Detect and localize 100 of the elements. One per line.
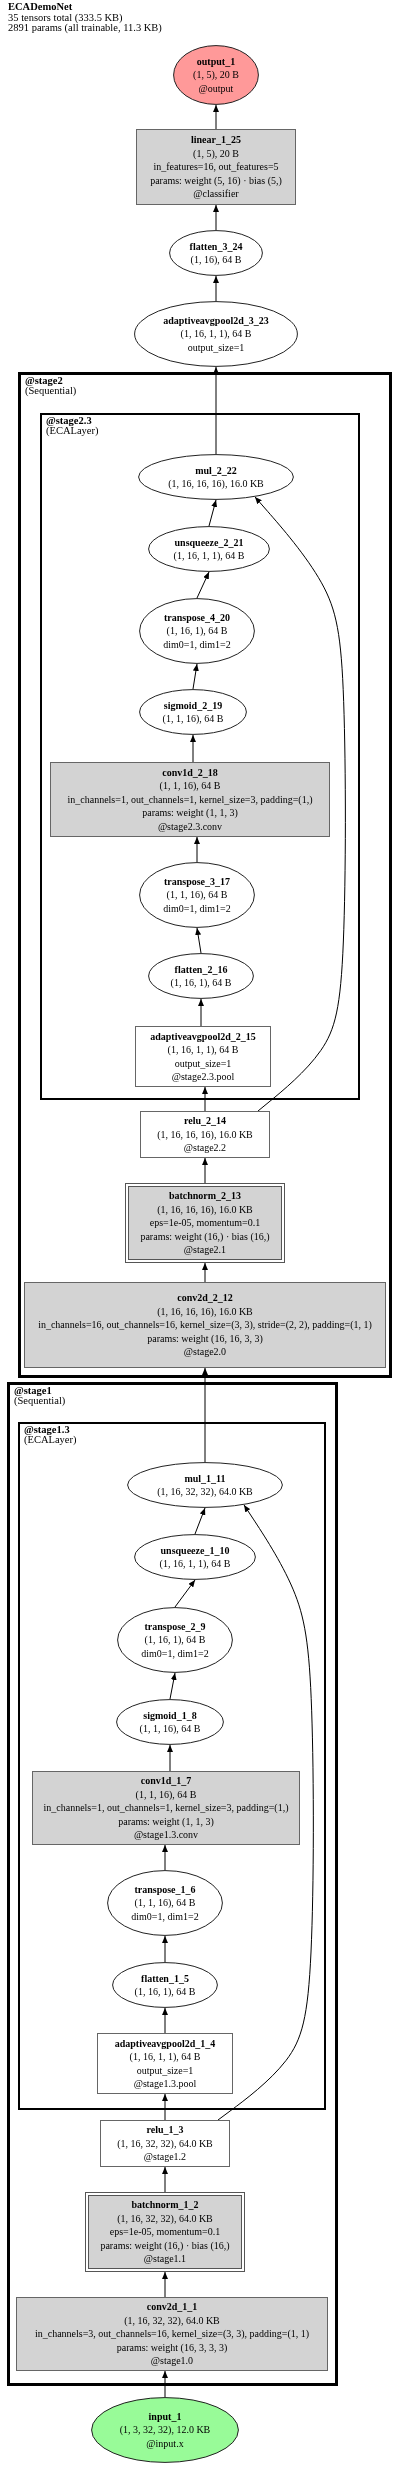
tensor-info-text: (1, 16), 64 B: [190, 253, 242, 267]
tensor-info-text: (1, 16, 1), 64 B: [144, 1633, 206, 1647]
operation-ellipse: [112, 1962, 218, 2008]
node-name: flatten_2_16: [174, 962, 228, 976]
module-box: [140, 1111, 270, 1158]
tensor-info-text: (1, 1, 16), 64 B: [159, 779, 221, 793]
node-detail: in_channels=1, out_channels=1, kernel_size=3, padding=(1,): [43, 1801, 289, 1815]
node-name: transpose_3_17: [163, 874, 231, 889]
node-name: transpose_4_20: [163, 610, 231, 625]
node-name: adaptiveavgpool2d_3_23: [163, 313, 269, 328]
node-detail: params: weight (16, 3, 3, 3): [116, 2340, 228, 2355]
node-detail: eps=1e-05, momentum=0.1: [109, 2225, 221, 2239]
arrow: [213, 275, 219, 302]
operation-ellipse: [169, 230, 263, 276]
operation-ellipse: [148, 526, 270, 572]
arrow: [162, 2166, 168, 2193]
module-type: (Sequential): [25, 386, 77, 396]
module-box: [100, 2120, 230, 2167]
tensor-info-text: (1, 16, 1, 1), 64 B: [180, 327, 252, 341]
arrow: [213, 366, 219, 455]
arrow: [217, 1504, 314, 2121]
node-detail: params: weight (1, 1, 3): [118, 1814, 214, 1829]
operation-ellipse: [134, 301, 298, 367]
node-detail: dim0=1, dim1=2: [141, 1646, 209, 1661]
tensor-info-text: (1, 16, 32, 32), 64.0 KB: [124, 2313, 220, 2328]
tensor-info-text: (1, 16, 1), 64 B: [166, 624, 228, 638]
arrow: [169, 1672, 177, 1700]
tensor-info-text: (1, 16, 16, 16), 16.0 KB: [157, 1304, 253, 1319]
output-ellipse: [173, 45, 259, 105]
node-name: batchnorm_1_2: [131, 2198, 199, 2212]
arrow: [254, 496, 346, 1112]
module-box: [50, 762, 330, 837]
node-name: conv2d_1_1: [146, 2300, 198, 2314]
arrow: [192, 663, 199, 690]
diagram-title: ECADemoNet: [8, 2, 73, 13]
node-detail: @stage2.3.pool: [171, 1070, 235, 1084]
node-name: adaptiveavgpool2d_2_15: [150, 1029, 256, 1043]
operation-ellipse: [116, 1699, 224, 1745]
module-type: (Sequential): [14, 1396, 66, 1406]
node-detail: @stage2.1: [183, 1243, 227, 1257]
node-name: flatten_1_5: [141, 1971, 189, 1985]
tensor-info-text: (1, 16, 16, 16), 16.0 KB: [168, 477, 264, 491]
node-name: transpose_1_6: [134, 1882, 196, 1897]
module-type: (ECALayer): [46, 426, 99, 436]
arrow: [202, 1262, 208, 1283]
arrow: [162, 2271, 168, 2298]
node-name: relu_2_14: [183, 1114, 226, 1128]
module-box: [24, 1282, 386, 1368]
arrow: [174, 1579, 196, 1608]
node-name: transpose_2_9: [144, 1619, 206, 1634]
arrow: [194, 836, 200, 863]
node-detail: in_channels=16, out_channels=16, kernel_size=(3, 3), stride=(2, 2), padding=(1, 1): [38, 1318, 372, 1332]
module-path: @stage2: [25, 376, 63, 386]
module-path: @stage1: [14, 1386, 52, 1396]
arrow: [194, 1507, 206, 1535]
node-name: conv1d_1_7: [140, 1774, 192, 1788]
node-name: linear_1_25: [191, 133, 241, 147]
node-detail: in_channels=1, out_channels=1, kernel_size=3, padding=(1,): [67, 792, 313, 807]
node-name: sigmoid_2_19: [163, 698, 223, 712]
tensor-info-text: (1, 16, 1), 64 B: [170, 976, 232, 990]
arrow: [195, 927, 202, 954]
tensor-info-text: (1, 16, 1, 1), 64 B: [167, 1043, 239, 1057]
node-detail: eps=1e-05, momentum=0.1: [149, 1216, 261, 1230]
module-path: @stage1.3: [24, 1425, 70, 1435]
tensor-info-text: (1, 1, 16), 64 B: [139, 1722, 201, 1736]
arrow: [198, 998, 204, 1027]
tensor-info-text: (1, 16, 1, 1), 64 B: [173, 549, 245, 563]
module-box: [32, 1771, 300, 1845]
module-box: [16, 2297, 328, 2371]
node-detail: dim0=1, dim1=2: [163, 637, 231, 652]
arrow: [202, 1157, 208, 1184]
node-detail: params: weight (16, 16, 3, 3): [147, 1331, 263, 1346]
operation-ellipse: [139, 862, 255, 928]
tensor-info-text: (1, 5), 20 B: [193, 146, 239, 161]
arrow: [167, 1744, 173, 1772]
node-name: mul_2_22: [195, 463, 237, 477]
node-detail: @input.x: [146, 2436, 184, 2451]
tensor-info-text: (1, 1, 16), 64 B: [166, 888, 228, 902]
operation-ellipse: [107, 1870, 223, 1936]
module-type: (ECALayer): [24, 1435, 77, 1445]
module-cluster: [7, 1382, 338, 2386]
arrow: [190, 734, 196, 763]
tensor-info-text: (1, 5), 20 B: [193, 68, 239, 82]
arrow: [208, 499, 218, 527]
node-detail: in_features=16, out_features=5: [153, 160, 279, 174]
module-box: [85, 2192, 245, 2272]
node-detail: output_size=1: [187, 340, 245, 355]
node-detail: @stage1.3.conv: [133, 1828, 199, 1842]
node-name: adaptiveavgpool2d_1_4: [114, 2036, 216, 2050]
module-box: [125, 1183, 285, 1263]
operation-ellipse: [139, 598, 255, 664]
node-detail: dim0=1, dim1=2: [163, 901, 231, 916]
arrow: [162, 2370, 168, 2398]
node-name: relu_1_3: [146, 2123, 184, 2137]
summary-line: 2891 params (all trainable, 11.3 KB): [8, 23, 162, 34]
node-detail: dim0=1, dim1=2: [131, 1909, 199, 1924]
module-cluster: [18, 372, 392, 1378]
tensor-info-text: (1, 16, 1, 1), 64 B: [159, 1557, 231, 1571]
arrow: [162, 2007, 168, 2034]
tensor-info-text: (1, 16, 32, 32), 64.0 KB: [157, 1485, 253, 1499]
